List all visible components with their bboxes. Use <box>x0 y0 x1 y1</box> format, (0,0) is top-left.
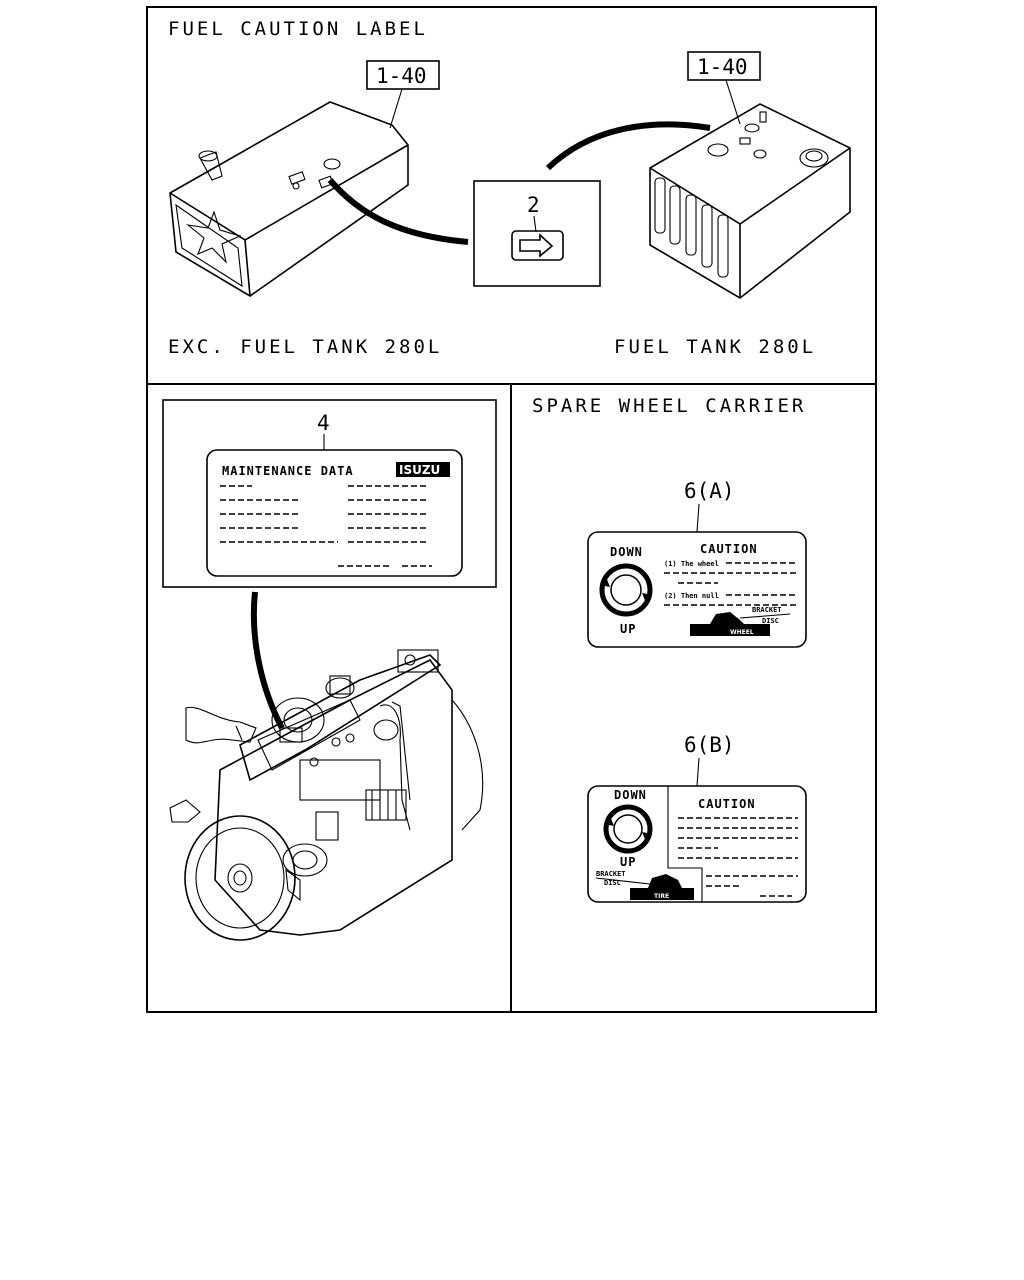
maintenance-inset-box <box>162 399 497 588</box>
label-b-text-lines <box>678 817 798 897</box>
label-a-disc: DISC <box>762 617 779 625</box>
label-a-line2: (2) Then null <box>664 592 719 600</box>
left-tank-caption: EXC. FUEL TANK 280L <box>168 336 442 358</box>
label-b-divider <box>667 786 703 902</box>
fuel-label-plate <box>511 230 564 261</box>
right-ref-label: 1-40 <box>697 55 748 79</box>
fuel-label-box <box>473 180 601 287</box>
maintenance-label-plate <box>206 449 463 577</box>
label-b-caution: CAUTION <box>698 797 756 811</box>
label-a-text-lines <box>664 562 798 606</box>
right-tank-caption: FUEL TANK 280L <box>614 336 816 358</box>
label-a-up: UP <box>620 622 636 636</box>
label-b-down: DOWN <box>614 788 647 802</box>
label-b-bracket: BRACKET <box>596 870 626 878</box>
right-pointer-line <box>545 121 711 171</box>
left-pointer-line <box>327 178 469 245</box>
isuzu-logo-bg <box>396 462 450 477</box>
arrow-right-icon <box>519 233 554 258</box>
label-a-caution: CAUTION <box>700 542 758 556</box>
right-fuel-tank-drawing <box>649 103 851 299</box>
label-a-line1: (1) The wheel <box>664 560 719 568</box>
label-b-tire: TIRE <box>654 893 669 900</box>
label-a-callout: 6(A) <box>684 479 735 503</box>
label-a-rotation-icon <box>599 563 653 617</box>
spare-wheel-title: SPARE WHEEL CARRIER <box>532 395 806 417</box>
label-b-up: UP <box>620 855 636 869</box>
maintenance-pointer-line <box>250 591 285 730</box>
label-b-leader <box>696 757 700 787</box>
left-ref-label: 1-40 <box>376 64 427 88</box>
label-a-down: DOWN <box>610 545 643 559</box>
label-b-plate <box>587 785 807 903</box>
label-b-disc: DISC <box>604 879 621 887</box>
maintenance-panel: 4 MAINTENANCE DATA ISUZU <box>162 399 497 941</box>
label-a-plate <box>587 531 807 648</box>
isuzu-logo: ISUZU <box>399 463 440 477</box>
label-b-carrier-icon: TIRE <box>595 874 694 900</box>
maintenance-callout: 4 <box>317 411 330 435</box>
label-b-rotation-icon <box>603 804 653 854</box>
left-ref-leader <box>389 88 403 129</box>
fuel-caution-title: FUEL CAUTION LABEL <box>168 18 428 40</box>
fuel-caution-panel: FUEL CAUTION LABEL 1-40 2 <box>168 18 851 358</box>
label-b-callout: 6(B) <box>684 733 735 757</box>
left-fuel-tank-drawing <box>169 101 409 297</box>
maintenance-data-lines <box>220 485 432 567</box>
engine-drawing <box>169 649 484 941</box>
maintenance-label-title: MAINTENANCE DATA <box>222 464 354 478</box>
right-ref-box <box>687 51 761 81</box>
label-a-wheel: WHEEL <box>730 629 754 636</box>
label-a-carrier-icon: WHEEL <box>690 612 791 636</box>
spare-wheel-panel: SPARE WHEEL CARRIER 6(A) DOWN UP CAUTION… <box>532 395 807 903</box>
fuel-label-leader <box>533 215 537 233</box>
label-a-bracket: BRACKET <box>752 606 782 614</box>
label-a-leader <box>696 503 700 533</box>
fuel-label-callout: 2 <box>527 193 540 217</box>
left-ref-box <box>366 60 440 90</box>
